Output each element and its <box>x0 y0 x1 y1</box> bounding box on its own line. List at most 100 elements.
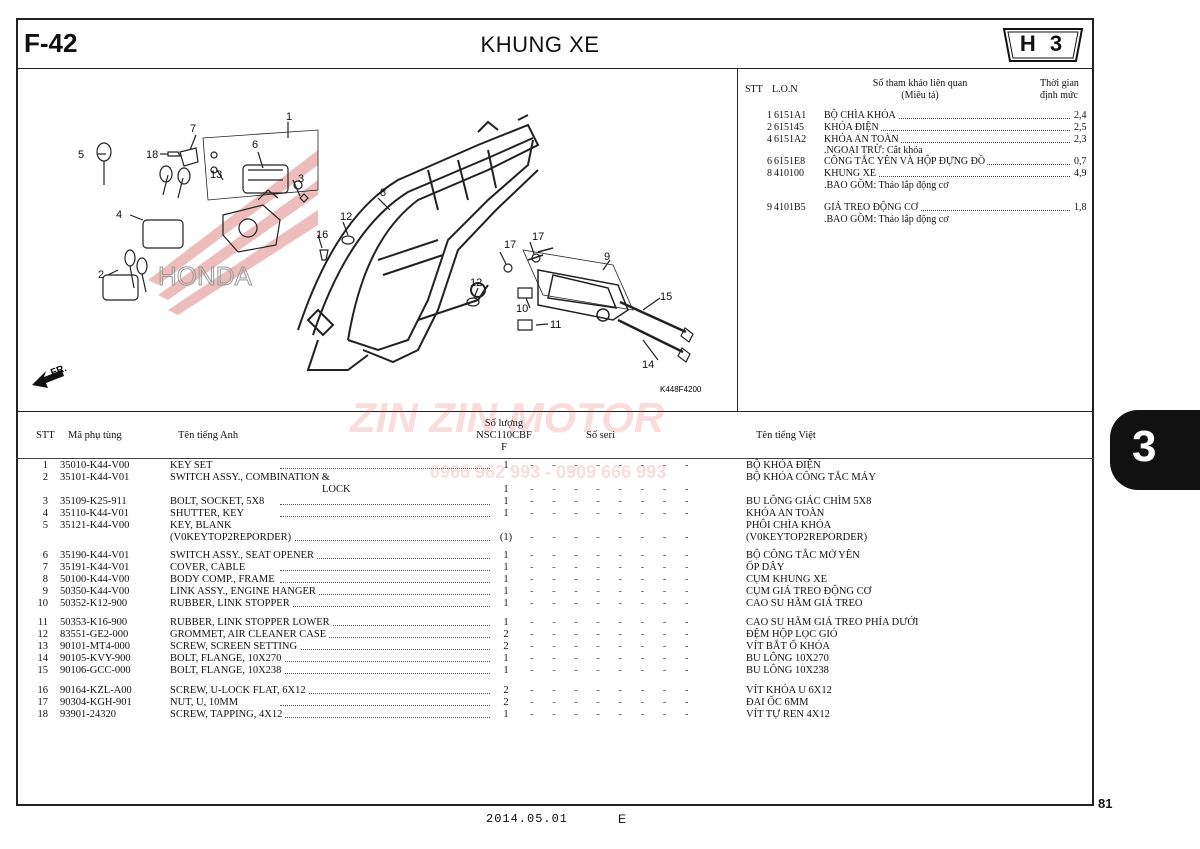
part-stt: 15 <box>37 665 49 676</box>
callout-8: 8 <box>380 187 386 199</box>
part-stt: 13 <box>37 641 49 652</box>
leader-dots <box>826 134 1070 143</box>
callout-3: 3 <box>298 173 304 185</box>
serial-placeholders: - - - - - - - - <box>530 550 697 561</box>
parts-col-name-vi: Tên tiếng Việt <box>756 430 816 441</box>
serial-placeholders: - - - - - - - - <box>530 586 697 597</box>
part-qty: 1 <box>496 574 516 585</box>
part-number: 50352-K12-900 <box>60 598 128 609</box>
part-number: 35191-K44-V01 <box>60 562 130 573</box>
reference-lon: 4101B5 <box>774 202 806 213</box>
callout-12b: 12 <box>470 277 482 289</box>
reference-time: 1,8 <box>1072 202 1087 213</box>
reference-desc: .NGOẠI TRỪ: Cắt khóa <box>824 145 925 156</box>
reference-lon: 410100 <box>774 168 804 179</box>
part-number: 35010-K44-V00 <box>60 460 130 471</box>
leader-dots <box>280 606 490 607</box>
callout-1: 1 <box>286 111 292 123</box>
part-qty: 1 <box>496 550 516 561</box>
combination-switch-assy <box>222 189 281 253</box>
part-name-vi: ĐỆM HỘP LỌC GIÓ <box>746 629 838 640</box>
part-number: 35101-K44-V01 <box>60 472 130 483</box>
drawing-code: K448F4200 <box>660 385 702 394</box>
part-name-en: GROMMET, AIR CLEANER CASE <box>170 629 330 640</box>
part-name-vi: ỐP DÂY <box>746 562 785 573</box>
part-stt: 5 <box>42 520 48 531</box>
part-stt: 4 <box>42 508 48 519</box>
callout-17b: 17 <box>532 231 544 243</box>
serial-placeholders: - - - - - - - - <box>530 484 697 495</box>
part-stt: 2 <box>42 472 48 483</box>
part-name-en: SWITCH ASSY., COMBINATION & <box>170 472 333 483</box>
bolt-10x238 <box>619 300 687 334</box>
part-qty: 1 <box>496 665 516 676</box>
part-name-en: SCREW, TAPPING, 4X12 <box>170 709 286 720</box>
part-name-en: BOLT, SOCKET, 5X8 <box>170 496 268 507</box>
part-qty: 1 <box>496 586 516 597</box>
part-qty: 1 <box>496 653 516 664</box>
reference-time: 2,4 <box>1072 110 1087 121</box>
callout-4: 4 <box>116 209 122 221</box>
serial-placeholders: - - - - - - - - <box>530 641 697 652</box>
ref-col-ref-1: Số tham khảo liên quan <box>872 78 968 89</box>
part-name-en: LOCK <box>322 484 354 495</box>
part-number: 50353-K16-900 <box>60 617 128 628</box>
page-number: 81 <box>1098 796 1113 811</box>
part-qty: 1 <box>496 562 516 573</box>
exploded-parts-drawing: HONDA <box>32 111 702 394</box>
honda-brand-text: HONDA <box>158 261 253 291</box>
reference-lon: 6151A1 <box>774 110 807 121</box>
callout-13: 13 <box>210 169 222 181</box>
part-name-vi: ĐAI ỐC 6MM <box>746 697 809 708</box>
leader-dots <box>826 168 1070 177</box>
callout-6: 6 <box>252 139 258 151</box>
callout-5: 5 <box>78 149 84 161</box>
callout-11: 11 <box>550 319 561 331</box>
reference-lon: 6151E8 <box>774 156 806 167</box>
footer-edition: E <box>618 812 627 826</box>
parts-col-qty-2: NSC110CBF <box>476 430 532 441</box>
part-name-en: BODY COMP., FRAME <box>170 574 278 585</box>
callout-12a: 12 <box>340 211 352 223</box>
section-tab-number: 3 <box>1132 422 1157 471</box>
section-tab: 3 <box>1110 410 1200 490</box>
leader-dots <box>280 558 490 559</box>
part-number: 35110-K44-V01 <box>60 508 130 519</box>
ref-col-time-1: Thời gian <box>1040 78 1079 89</box>
reference-stt: 1 <box>767 110 772 121</box>
reference-desc: CÔNG TẮC YÊN VÀ HỘP ĐỰNG ĐỒ <box>824 156 988 167</box>
reference-row: .NGOẠI TRỪ: Cắt khóa <box>0 145 1100 157</box>
part-stt: 18 <box>37 709 49 720</box>
serial-placeholders: - - - - - - - - <box>530 574 697 585</box>
part-name-vi: BU LÔNG 10X238 <box>746 665 829 676</box>
leader-dots <box>280 540 490 541</box>
part-stt: 7 <box>42 562 48 573</box>
part-name-en: SCREW, SCREEN SETTING <box>170 641 301 652</box>
drawing-reference-divider <box>737 68 738 411</box>
leader-dots <box>280 637 490 638</box>
parts-col-qty-3: F <box>501 442 507 453</box>
part-name-vi: VÍT KHÓA U 6X12 <box>746 685 832 696</box>
reference-row: .BAO GỒM: Tháo lắp động cơ <box>0 214 1100 226</box>
serial-placeholders: - - - - - - - - <box>530 629 697 640</box>
header-divider <box>16 68 1094 69</box>
table-row: 2 35101-K44-V01 SWITCH ASSY., COMBINATION … <box>0 472 1090 484</box>
part-number: 50100-K44-V00 <box>60 574 130 585</box>
callout-18: 18 <box>146 149 158 161</box>
engine-hanger-link <box>527 247 629 322</box>
bolt-10x270 <box>617 318 684 354</box>
part-name-en: SWITCH ASSY., SEAT OPENER <box>170 550 318 561</box>
reference-desc: KHUNG XE <box>824 168 878 179</box>
part-name-en: SCREW, U-LOCK FLAT, 6X12 <box>170 685 309 696</box>
leader-dots <box>280 504 490 505</box>
reference-time: 0,7 <box>1072 156 1087 167</box>
reference-stt: 2 <box>767 122 772 133</box>
part-stt: 11 <box>37 617 48 628</box>
